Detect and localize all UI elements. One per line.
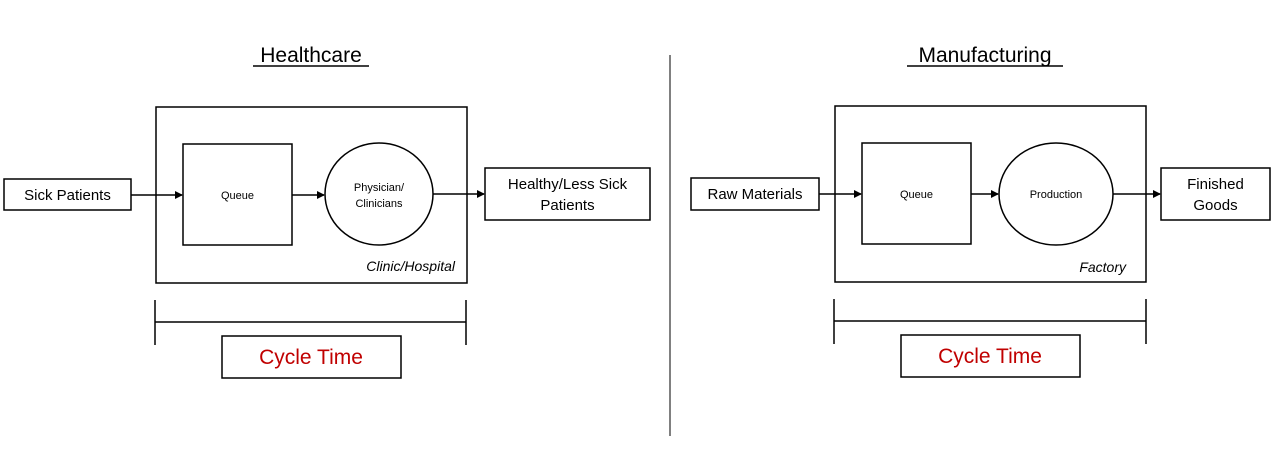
manufacturing-queue-label: Queue	[900, 189, 933, 201]
raw-materials-box	[690, 177, 820, 211]
healthy-patients-line1: Healthy/Less Sick	[508, 176, 628, 193]
physician-clinicians-circle	[324, 142, 434, 246]
finished-goods-line1: Finished	[1187, 176, 1244, 193]
manufacturing-queue-box	[861, 142, 972, 245]
healthy-patients-line2: Patients	[540, 197, 594, 214]
raw-materials-label: Raw Materials	[707, 186, 802, 203]
manufacturing-cycle-time-box	[900, 334, 1081, 378]
physician-label-line1: Physician/	[354, 182, 405, 194]
factory-label: Factory	[1079, 259, 1127, 275]
healthcare-cycle-time-box	[221, 335, 402, 379]
healthy-patients-box	[484, 167, 651, 221]
manufacturing-cycle-time-label: Cycle Time	[938, 345, 1042, 368]
healthcare-cycle-time-label: Cycle Time	[259, 346, 363, 369]
finished-goods-box	[1160, 167, 1271, 221]
healthcare-title: Healthcare	[260, 44, 362, 67]
healthcare-panel: Healthcare Sick Patients Clinic/Hospital…	[3, 44, 651, 379]
sick-patients-label: Sick Patients	[24, 187, 111, 204]
finished-goods-line2: Goods	[1193, 197, 1237, 214]
manufacturing-panel: Manufacturing Raw Materials Factory Queu…	[690, 44, 1271, 378]
physician-label-line2: Clinicians	[355, 198, 403, 210]
manufacturing-title: Manufacturing	[918, 44, 1051, 67]
healthcare-queue-label: Queue	[221, 190, 254, 202]
production-label: Production	[1030, 189, 1083, 201]
clinic-hospital-label: Clinic/Hospital	[366, 258, 456, 274]
